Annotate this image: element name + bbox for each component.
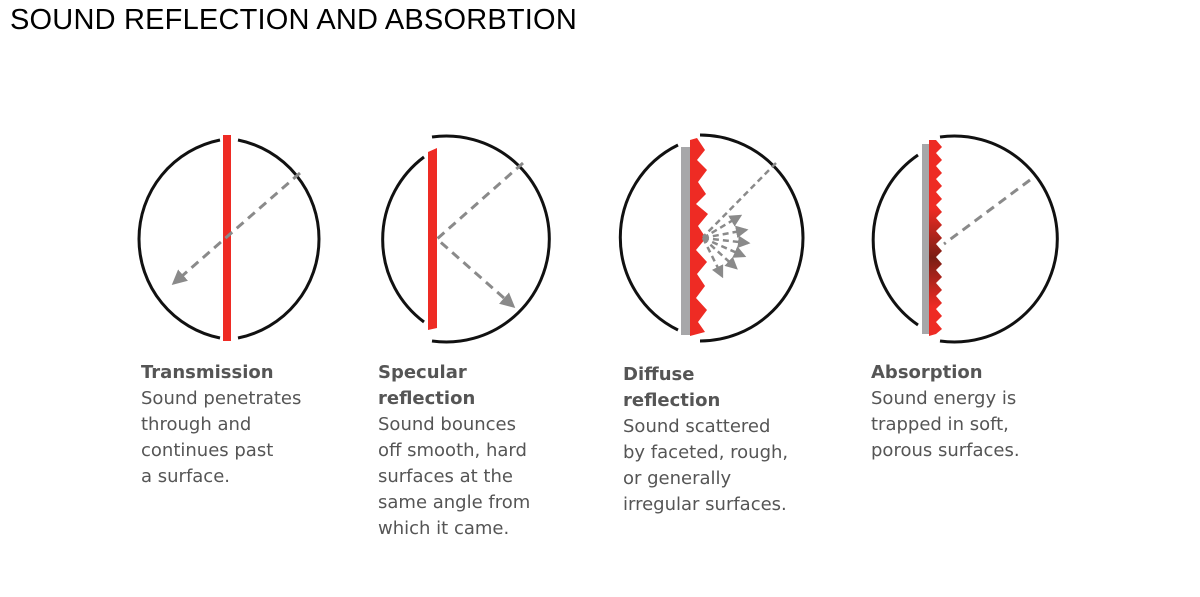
absorption-title: Absorption [871,362,983,383]
specular-desc-line-4: same angle from [378,492,531,513]
transmission-desc-line-4: a surface. [141,466,230,487]
diffuse-ring-left [618,143,679,332]
diffuse-desc-line-4: irregular surfaces. [623,494,787,515]
diffuse-desc-line-2: by faceted, rough, [623,442,789,463]
transmission-title: Transmission [141,362,274,383]
absorption-sound-path [943,178,1031,246]
diffuse-rough-surface [690,138,708,336]
transmission-desc-line-1: Sound penetrates [141,388,302,409]
absorption-desc-line-3: porous surfaces. [871,440,1020,461]
specular-surface [428,148,437,330]
transmission-desc-line-3: continues past [141,440,274,461]
diffuse-sound-paths [701,162,777,279]
specular-diagram [381,134,551,344]
specular-sound-path [434,161,524,308]
transmission-desc-line-2: through and [141,414,252,435]
specular-caption: Specular reflection Sound bounces off sm… [378,360,608,542]
specular-desc-line-2: off smooth, hard [378,440,527,461]
absorption-porous-surface [929,140,942,336]
absorption-diagram [871,134,1059,344]
page-title: SOUND REFLECTION AND ABSORBTION [10,4,577,36]
specular-title-line-2: reflection [378,388,476,409]
diffuse-backing [681,147,690,335]
absorption-ring-left [871,153,919,327]
diffuse-desc-line-1: Sound scattered [623,416,771,437]
diffuse-ring-right [699,133,805,343]
diffuse-diagram [618,133,805,343]
transmission-ring-right [237,138,321,340]
absorption-ring-right [939,134,1059,344]
transmission-ring-left [137,138,221,340]
specular-desc-line-3: surfaces at the [378,466,513,487]
absorption-backing [922,144,929,334]
diffuse-title-line-1: Diffuse [623,364,695,385]
absorption-desc-line-2: trapped in soft, [871,414,1009,435]
specular-desc-line-5: which it came. [378,518,510,539]
transmission-diagram [137,135,321,341]
specular-ring-right [431,134,551,344]
diffuse-desc-line-3: or generally [623,468,732,489]
absorption-caption: Absorption Sound energy is trapped in so… [871,360,1101,464]
specular-desc-line-1: Sound bounces [378,414,517,435]
diffuse-caption: Diffuse reflection Sound scattered by fa… [623,362,853,518]
specular-title-line-1: Specular [378,362,467,383]
transmission-sound-path [171,171,301,285]
specular-ring-left [381,155,425,324]
diffuse-title-line-2: reflection [623,390,721,411]
absorption-desc-line-1: Sound energy is [871,388,1017,409]
transmission-caption: Transmission Sound penetrates through an… [141,360,371,490]
